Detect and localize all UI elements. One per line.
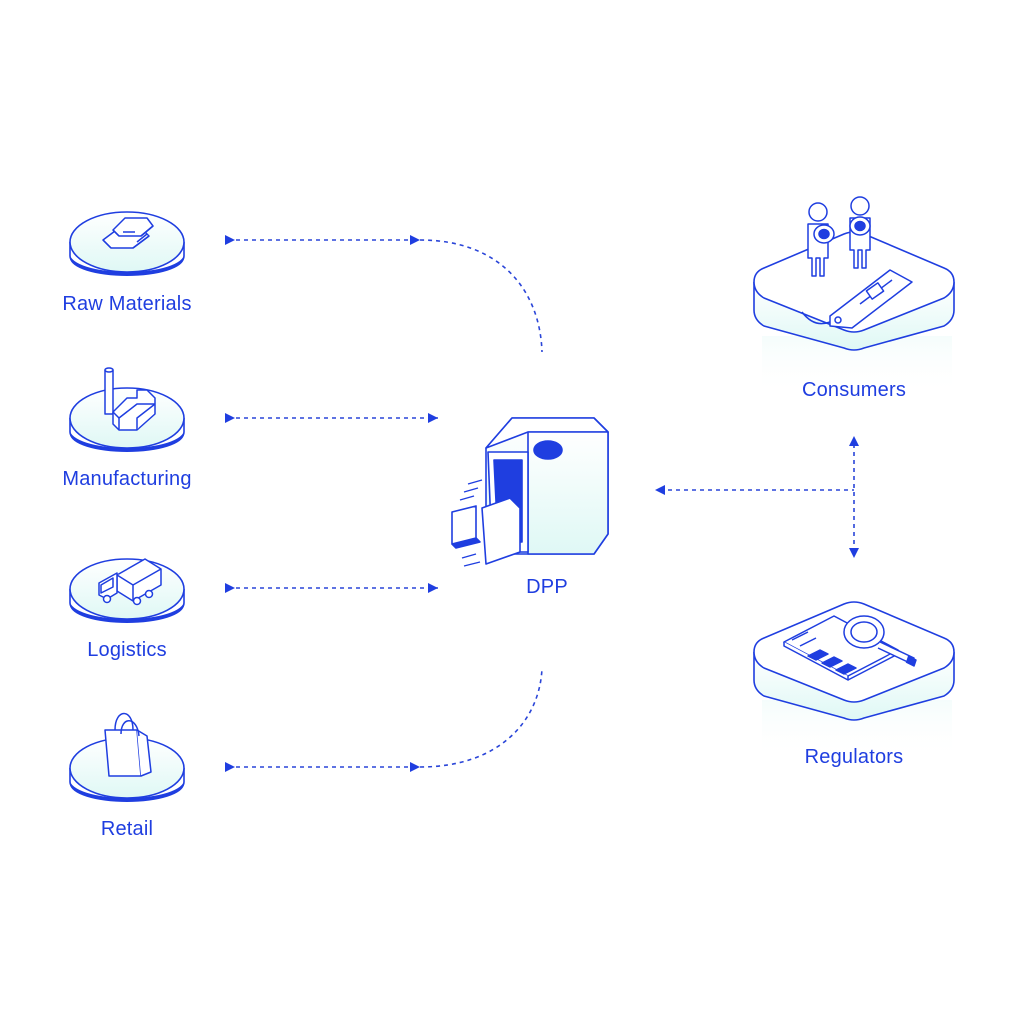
consumers-icon	[801, 196, 913, 329]
arrowhead	[428, 413, 438, 423]
connectors	[228, 239, 855, 768]
factory-icon	[104, 367, 156, 431]
node-consumers	[753, 196, 955, 351]
connector-retail	[228, 667, 543, 768]
regulator-inspection-icon	[783, 615, 917, 681]
arrowhead	[410, 235, 420, 245]
label-raw-materials: Raw Materials	[62, 293, 192, 315]
arrowhead	[225, 583, 235, 593]
label-logistics: Logistics	[87, 639, 167, 661]
node-raw-materials	[69, 211, 185, 276]
arrowhead	[225, 235, 235, 245]
node-retail	[69, 712, 185, 802]
truck-icon	[98, 558, 162, 606]
arrowhead	[225, 413, 235, 423]
arrowhead	[428, 583, 438, 593]
connector-raw-materials	[228, 239, 543, 353]
arrowhead	[849, 548, 859, 558]
shopping-bag-icon	[104, 712, 152, 777]
node-regulators	[753, 601, 955, 721]
node-logistics	[69, 558, 185, 623]
label-manufacturing: Manufacturing	[62, 468, 192, 490]
gold-bars-icon	[102, 217, 154, 249]
label-regulators: Regulators	[804, 746, 904, 768]
arrowhead	[849, 436, 859, 446]
disk-base	[69, 211, 185, 276]
motion-lines	[459, 479, 483, 567]
arrowhead	[410, 762, 420, 772]
label-dpp: DPP	[526, 576, 568, 598]
label-consumers: Consumers	[801, 379, 907, 401]
label-retail: Retail	[100, 818, 154, 840]
arrowhead	[655, 485, 665, 495]
arrowheads	[225, 235, 859, 772]
node-dpp	[451, 417, 609, 567]
node-manufacturing	[69, 367, 185, 452]
passport-box-icon	[451, 417, 609, 565]
arrowhead	[225, 762, 235, 772]
